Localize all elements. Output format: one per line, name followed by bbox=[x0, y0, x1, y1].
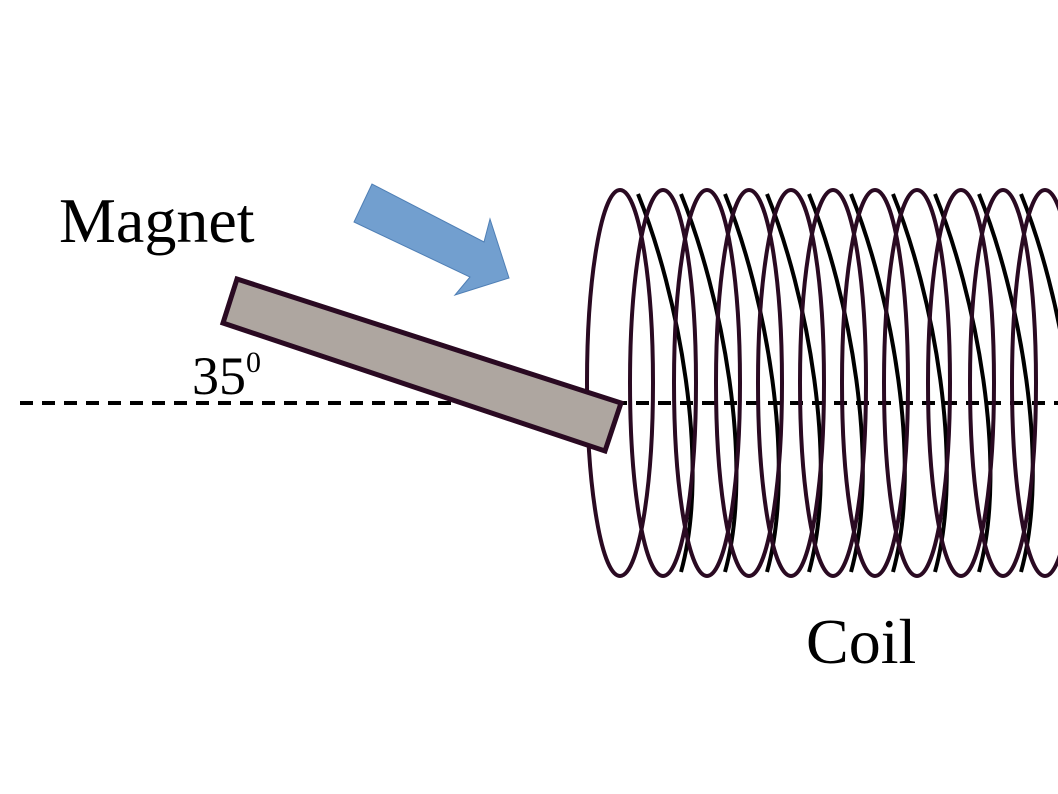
magnet-bar bbox=[219, 275, 625, 455]
coil-back-strand bbox=[807, 193, 865, 573]
angle-label: 350 bbox=[192, 346, 261, 406]
coil-loop bbox=[756, 188, 826, 578]
coil-back-strand bbox=[891, 193, 949, 573]
angle-degree-superscript: 0 bbox=[246, 346, 261, 379]
coil-label: Coil bbox=[806, 606, 916, 677]
coil-loop bbox=[798, 188, 868, 578]
coil-back-strand bbox=[723, 193, 781, 573]
coil-loops bbox=[585, 188, 1058, 578]
coil-back-strand bbox=[977, 193, 1035, 573]
coil-loop bbox=[714, 188, 784, 578]
coil-loop bbox=[882, 188, 952, 578]
coil-back-strand bbox=[933, 193, 993, 573]
coil-back-strand bbox=[679, 193, 739, 573]
coil-loop bbox=[1010, 188, 1058, 578]
coil-loop bbox=[628, 188, 698, 578]
coil-back-strand bbox=[765, 193, 823, 573]
coil-back-strand bbox=[849, 193, 907, 573]
coil-loop bbox=[968, 188, 1038, 578]
magnet-label: Magnet bbox=[59, 185, 255, 256]
coil-loop bbox=[585, 188, 655, 578]
coil-back-strand bbox=[636, 193, 695, 573]
arrow-right-down-icon bbox=[353, 183, 510, 296]
angle-value: 35 bbox=[192, 346, 246, 406]
coil-loop bbox=[926, 188, 996, 578]
coil-back-strands bbox=[636, 193, 1058, 573]
coil-back-strand bbox=[1019, 193, 1058, 330]
coil-loop bbox=[840, 188, 910, 578]
coil-loop bbox=[672, 188, 742, 578]
